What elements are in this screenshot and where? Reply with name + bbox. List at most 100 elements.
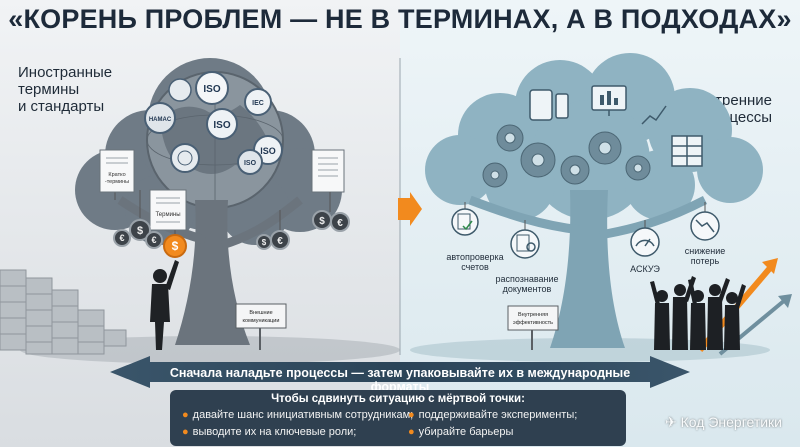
badge-text: ISO <box>260 146 276 156</box>
euro-coin-icon: € <box>113 229 131 247</box>
external-communications-sign: Внешние коммуникации <box>235 303 287 350</box>
watermark-text: Код Энергетики <box>680 414 782 430</box>
badge-iso-top: ISO <box>195 71 229 105</box>
badge-text: ISO <box>213 120 230 131</box>
svg-text:€: € <box>277 236 283 247</box>
euro-coin-icon: € <box>330 212 350 232</box>
badge-hamac: HAMAC <box>144 102 176 134</box>
svg-text:€: € <box>151 235 156 245</box>
badge-text: HAMAC <box>149 117 172 123</box>
coins: $ € € $ € $ $ € <box>113 190 350 258</box>
tablet-icon <box>529 89 553 121</box>
gear-icon <box>482 162 508 188</box>
leaf-label-document-recognition: распознавание документов <box>488 274 566 294</box>
bullet-text: давайте шанс инициативным сотрудникам; <box>192 409 414 421</box>
left-label-line: термины <box>18 81 80 98</box>
watermark: ✈ Код Энергетики <box>665 414 782 431</box>
gear-icon <box>588 131 622 165</box>
svg-text:€: € <box>337 218 343 229</box>
double-arrow-banner <box>110 356 690 388</box>
leaf-label-line: автопроверка <box>446 252 504 262</box>
devices <box>529 85 703 167</box>
left-tree-illustration: ISO HAMAC ISO ISO IEC ISO Кратко -термин… <box>0 58 400 364</box>
leaf-label-line: снижение <box>684 246 726 256</box>
gear-icon <box>520 142 556 178</box>
bullet-item: ●убирайте барьеры <box>408 426 513 438</box>
telegram-icon: ✈ <box>665 414 677 430</box>
left-label-line: Иностранные <box>18 64 113 81</box>
document-icon-left: Кратко -термины <box>99 149 135 200</box>
leaf-label-line: АСКУЭ <box>630 264 660 274</box>
page-title: «КОРЕНЬ ПРОБЛЕМ — НЕ В ТЕРМИНАХ, А В ПОД… <box>8 4 792 34</box>
bullet-text: выводите их на ключевые роли; <box>192 426 357 438</box>
svg-text:$: $ <box>262 238 267 247</box>
bullet-dot-icon: ● <box>408 409 415 421</box>
spreadsheet-icon <box>671 135 703 167</box>
document-icon-center: Термины <box>149 189 187 231</box>
gear-icon <box>496 124 524 152</box>
leaf-label-line: счетов <box>461 262 489 272</box>
monitor-chart-icon <box>591 85 627 116</box>
dollar-coin-icon: $ <box>312 210 332 230</box>
un-emblem-icon <box>170 143 200 173</box>
badge-iec: IEC <box>244 88 272 116</box>
sign-text: эффективность <box>513 320 553 326</box>
bullet-dot-icon: ● <box>182 426 189 438</box>
leaf-label-line: распознавание <box>495 274 559 284</box>
brick-wall <box>0 269 127 355</box>
bullet-text: убирайте барьеры <box>418 426 514 438</box>
document-icon-right <box>311 149 345 193</box>
dollar-coin-orange-icon: $ <box>163 234 187 258</box>
leaf-gauge <box>630 220 660 257</box>
document-text: Термины <box>155 212 180 218</box>
standards-badges: ISO HAMAC ISO ISO IEC ISO <box>144 71 283 175</box>
leaf-document-check <box>451 202 479 236</box>
svg-text:€: € <box>119 233 124 243</box>
dollar-coin-icon: $ <box>129 219 151 241</box>
badge-text: IEC <box>252 100 264 107</box>
svg-text:$: $ <box>137 225 143 237</box>
people-crowd-icon <box>650 276 746 350</box>
sign-text: коммуникации <box>243 318 280 324</box>
badge-text: ISO <box>244 160 257 167</box>
right-tree-illustration: Внутренняя эффективность <box>410 53 792 362</box>
leaf-label-askue: АСКУЭ <box>620 264 670 274</box>
leaf-label-loss-reduction: снижение потерь <box>672 246 738 266</box>
svg-text:$: $ <box>319 216 325 227</box>
badge-iso-bottom: ISO <box>237 149 263 175</box>
left-tree-trunk <box>175 200 250 345</box>
leaf-label-line: потерь <box>690 256 720 266</box>
sign-text: Внутренняя <box>518 312 548 318</box>
internal-efficiency-sign: Внутренняя эффективность <box>507 305 559 350</box>
recommendations-heading: Чтобы сдвинуть ситуацию с мёртвой точки: <box>271 393 525 405</box>
gears <box>482 124 651 188</box>
euro-coin-icon: € <box>270 230 290 250</box>
badge-text: ISO <box>203 84 220 95</box>
leaf-label-line: документов <box>502 284 552 294</box>
gear-icon <box>560 155 590 185</box>
badge-iso-center: ISO <box>206 108 238 140</box>
bullet-item: ●поддерживайте эксперименты; <box>408 409 577 421</box>
euro-coin-icon: € <box>145 231 163 249</box>
dollar-coin-icon: $ <box>256 234 272 250</box>
arrow-right-icon <box>398 192 422 226</box>
person-reaching-icon <box>150 260 179 350</box>
bullet-item: ●выводите их на ключевые роли; <box>182 426 356 438</box>
bullet-text: поддерживайте эксперименты; <box>418 409 578 421</box>
left-side-label: Иностранные термины и стандарты <box>18 64 112 115</box>
leaf-label-invoice-check: автопроверка счетов <box>440 252 510 272</box>
recommendations-box: Чтобы сдвинуть ситуацию с мёртвой точки:… <box>170 390 626 446</box>
sign-text: Внешние <box>249 310 272 316</box>
ec-emblem-icon <box>168 78 192 102</box>
leaf-downtrend <box>690 202 720 241</box>
leaf-document-search <box>510 220 540 259</box>
document-text: -термины <box>105 179 129 185</box>
bullet-dot-icon: ● <box>408 426 415 438</box>
uptrend-icon <box>641 105 667 125</box>
bullet-item: ●давайте шанс инициативным сотрудникам; <box>182 409 413 421</box>
document-text: Кратко <box>108 172 125 178</box>
gear-icon <box>625 155 651 181</box>
svg-text:$: $ <box>172 239 179 253</box>
bullet-dot-icon: ● <box>182 409 189 421</box>
